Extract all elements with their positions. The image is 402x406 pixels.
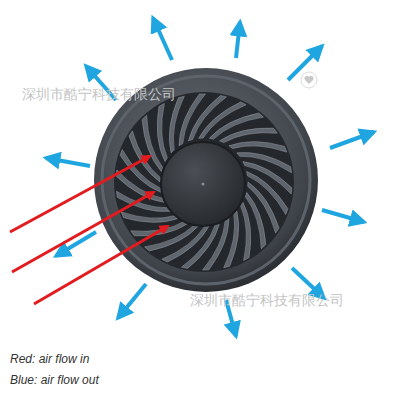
fan-blades <box>116 94 292 270</box>
heart-icon <box>301 72 317 88</box>
legend-entry: Blue: air flow out <box>10 373 99 387</box>
red-arrows <box>10 156 168 304</box>
housing-rim <box>102 76 310 284</box>
legend-entry: Red: air flow in <box>10 352 89 366</box>
blue-arrows <box>46 18 374 336</box>
hub-dot <box>202 183 205 186</box>
fan-blade <box>169 96 184 153</box>
fan-blade <box>220 128 278 143</box>
fan-blade <box>229 142 287 152</box>
blade-ring <box>114 92 294 272</box>
watermark-text: 深圳市酷宁科技有限公司 <box>190 292 344 310</box>
fan-blade <box>157 103 167 161</box>
fan-blade <box>241 202 251 260</box>
fan-hub <box>161 142 245 226</box>
watermark-text: 深圳市酷宁科技有限公司 <box>22 86 176 104</box>
fan-blade <box>247 171 288 214</box>
fan-blade <box>121 212 179 222</box>
fan-blade <box>131 221 189 236</box>
